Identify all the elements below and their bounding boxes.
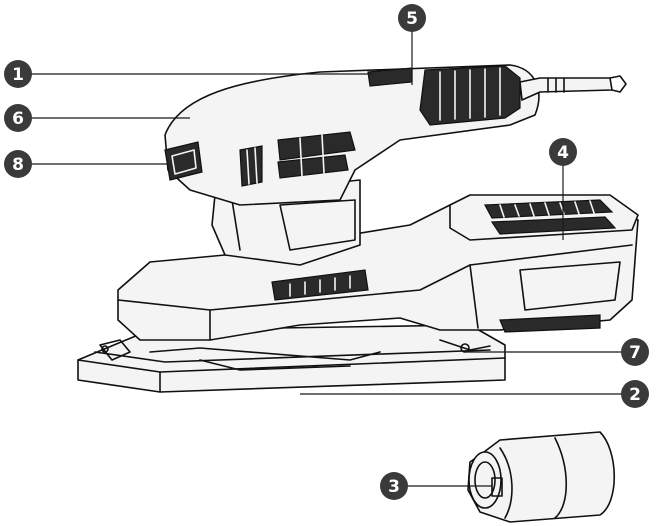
- svg-text:1: 1: [12, 65, 24, 85]
- callout-6: 6: [4, 104, 32, 132]
- callout-7: 7: [621, 338, 649, 366]
- svg-text:7: 7: [629, 343, 641, 363]
- sander-housing: [117, 179, 639, 341]
- dust-vents: [484, 199, 617, 235]
- svg-text:5: 5: [406, 9, 418, 29]
- sander-handle: [164, 64, 540, 206]
- callout-1: 1: [4, 60, 32, 88]
- callout-2: 2: [621, 380, 649, 408]
- svg-text:2: 2: [629, 385, 641, 405]
- callout-3: 3: [380, 472, 408, 500]
- callout-4: 4: [549, 138, 577, 166]
- power-cable: [519, 75, 627, 101]
- handle-vents: [239, 131, 356, 187]
- svg-text:4: 4: [557, 143, 569, 163]
- svg-text:8: 8: [12, 155, 24, 175]
- dust-adapter: [467, 431, 615, 523]
- leader-lines: [28, 24, 628, 487]
- callout-5: 5: [398, 4, 426, 32]
- svg-text:6: 6: [12, 109, 24, 129]
- handle-grip-ribs: [419, 65, 521, 126]
- sanding-base-plate: [77, 324, 506, 393]
- callout-8: 8: [4, 150, 32, 178]
- svg-text:3: 3: [388, 477, 400, 497]
